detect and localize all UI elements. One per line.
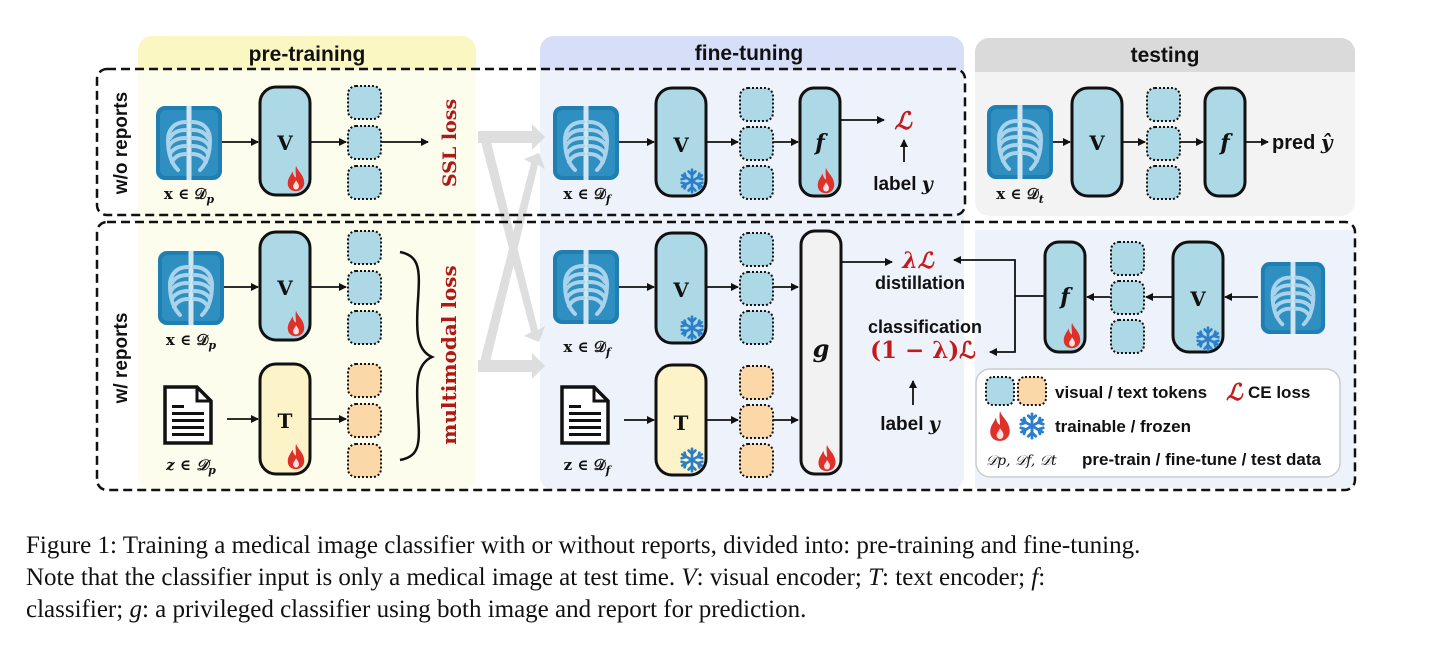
- visual-tokens: [739, 87, 774, 200]
- xray-image-icon: [1260, 262, 1326, 334]
- stage-title-testing: testing: [1131, 44, 1200, 67]
- legend-data-text: pre-train / fine-tune / test data: [1082, 450, 1322, 469]
- caption-symbol-f: f: [1031, 564, 1039, 591]
- lambda-loss: λℒ: [901, 248, 934, 274]
- row-label-with-reports: w/ reports: [111, 313, 132, 405]
- xray-image-icon: [158, 251, 224, 325]
- loss-symbol: ℒ: [894, 106, 913, 135]
- xray-image-icon: [156, 106, 222, 180]
- visual-encoder-label: V: [672, 278, 689, 302]
- visual-encoder-block: [258, 230, 312, 342]
- classifier-block: [798, 86, 842, 198]
- caption-text: : text encoder;: [882, 564, 1032, 591]
- image-label-pretrain: x ∈ 𝒟p: [164, 185, 214, 206]
- visual-tokens: [347, 85, 382, 200]
- visual-encoder-label: V: [1189, 287, 1206, 311]
- legend-loss-text: CE loss: [1248, 383, 1310, 402]
- visual-encoder-block: [258, 85, 312, 197]
- xray-image-icon: [553, 106, 619, 180]
- multimodal-loss-label: multimodal loss: [437, 265, 461, 445]
- visual-tokens: [347, 230, 382, 345]
- legend-data-symbols: 𝒟p, 𝒟f, 𝒟t: [986, 453, 1057, 469]
- caption-line-3: classifier; g: a privileged classifier u…: [26, 594, 1436, 626]
- row-frame-without-reports: [95, 67, 967, 217]
- privileged-classifier-label: g: [813, 334, 830, 363]
- visual-encoder-label: V: [276, 131, 293, 155]
- caption-text: classifier;: [26, 596, 130, 623]
- caption-symbol-v: V: [681, 564, 697, 591]
- ssl-loss-label: SSL loss: [439, 99, 461, 187]
- visual-encoder-label: V: [672, 133, 689, 157]
- xray-image-icon: [553, 250, 619, 324]
- visual-encoder-block: [1171, 240, 1225, 354]
- report-document-icon: [163, 385, 213, 445]
- caption-symbol-t: T: [868, 564, 883, 591]
- label-y-mm: label y: [880, 413, 942, 435]
- row-frame-with-reports: [95, 220, 1357, 492]
- visual-tokens: [739, 232, 774, 345]
- classifier-block: [1043, 240, 1087, 354]
- text-label-finetune: z ∈ 𝒟f: [564, 456, 613, 477]
- image-label-finetune-mm: x ∈ 𝒟f: [563, 338, 612, 359]
- pretrain-ssl-row: x ∈ 𝒟p V SSL loss: [156, 85, 461, 206]
- legend-tokens-text: visual / text tokens: [1055, 383, 1207, 402]
- testing-row: x ∈ 𝒟t V f pred ŷ: [987, 86, 1334, 206]
- transfer-arrows: [478, 124, 545, 379]
- finetune-row-with-reports: x ∈ 𝒟f V z ∈ 𝒟f T g λℒ distillation: [553, 229, 1341, 478]
- caption-line-2: Note that the classifier input is only a…: [26, 562, 1436, 594]
- privileged-classifier-block: [799, 229, 843, 476]
- caption-text: : a privileged classifier using both ima…: [141, 596, 807, 623]
- one-minus-lambda-loss: (1 − λ)ℒ: [870, 337, 976, 364]
- classifier-label: f: [1218, 130, 1233, 156]
- method-diagram: pre-training fine-tuning testing w/o rep…: [95, 36, 1357, 492]
- text-label-pretrain: z ∈ 𝒟p: [165, 456, 216, 477]
- classification-label: classification: [868, 317, 982, 337]
- visual-tokens: [1146, 87, 1181, 200]
- visual-encoder-block: [654, 231, 708, 345]
- row-label-without-reports: w/o reports: [111, 92, 132, 195]
- text-token-swatch: [1017, 376, 1047, 406]
- caption-line-1: Figure 1: Training a medical image class…: [26, 530, 1436, 562]
- visual-tokens: [1110, 241, 1145, 354]
- caption-text: : visual encoder;: [696, 564, 869, 591]
- prediction-label: pred ŷ: [1272, 130, 1334, 154]
- visual-encoder-label: V: [1088, 131, 1105, 155]
- figure-caption: Figure 1: Training a medical image class…: [26, 530, 1436, 626]
- xray-image-icon: [987, 105, 1053, 179]
- caption-text: Figure 1: Training a medical image class…: [26, 532, 1141, 559]
- classifier-label: f: [1058, 284, 1073, 310]
- caption-text: :: [1038, 564, 1046, 591]
- report-document-icon: [560, 385, 610, 445]
- stage-title-pretraining: pre-training: [249, 43, 366, 66]
- image-label-finetune: x ∈ 𝒟f: [563, 185, 612, 206]
- image-label-pretrain-mm: x ∈ 𝒟p: [166, 331, 216, 352]
- text-encoder-label: T: [674, 411, 689, 435]
- visual-encoder-label: V: [276, 276, 293, 300]
- legend: visual / text tokens ℒ CE loss trainable…: [975, 368, 1341, 478]
- distillation-label: distillation: [875, 273, 965, 293]
- text-tokens: [739, 365, 774, 478]
- caption-symbol-g: g: [129, 596, 142, 623]
- text-encoder-label: T: [278, 409, 293, 433]
- curly-brace: [399, 250, 436, 462]
- legend-trainable-frozen-text: trainable / frozen: [1055, 417, 1191, 436]
- image-label-testing: x ∈ 𝒟t: [996, 185, 1044, 206]
- finetune-row-without-reports: x ∈ 𝒟f V f ℒ label y: [553, 86, 935, 206]
- pretrain-multimodal-row: x ∈ 𝒟p V z ∈ 𝒟p T multimodal loss: [158, 230, 461, 478]
- text-tokens: [347, 363, 382, 478]
- stage-title-finetuning: fine-tuning: [695, 42, 803, 65]
- legend-loss-symbol: ℒ: [1226, 379, 1244, 406]
- visual-token-swatch: [985, 376, 1015, 406]
- label-y: label y: [873, 173, 935, 195]
- caption-text: Note that the classifier input is only a…: [26, 564, 682, 591]
- classifier-label: f: [813, 130, 828, 156]
